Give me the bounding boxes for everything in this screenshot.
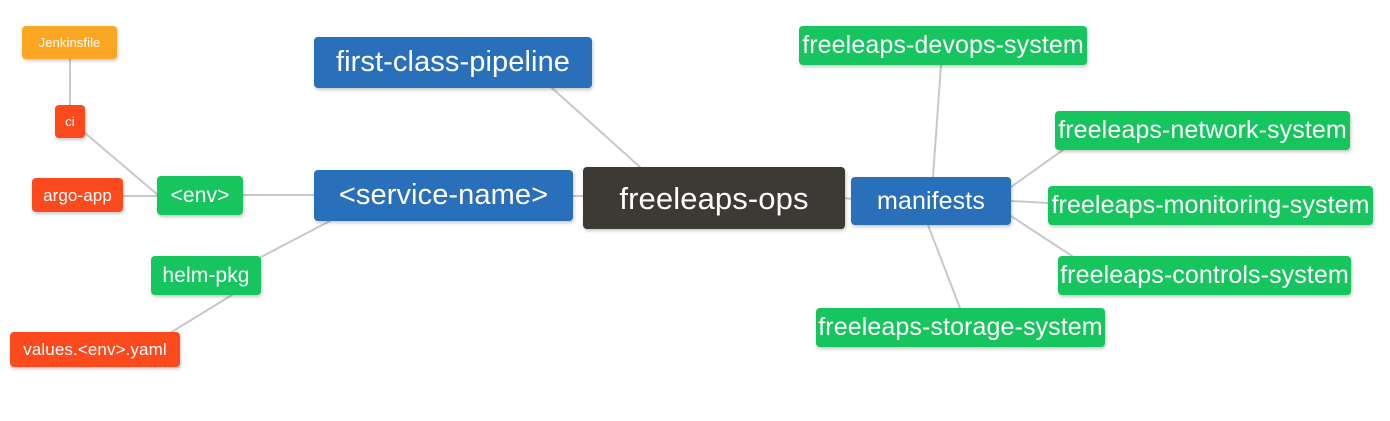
mindmap-node-label-manifests: manifests (877, 186, 985, 215)
edge-helm-pkg-to-service-name (260, 220, 331, 258)
mindmap-node-label-service-name: <service-name> (338, 179, 549, 211)
mindmap-node-values-yaml[interactable]: values.<env>.yaml (10, 332, 180, 367)
mindmap-node-ci[interactable]: ci (55, 105, 85, 138)
mindmap-node-label-helm-pkg: helm-pkg (162, 264, 250, 287)
mindmap-node-first-class[interactable]: first-class-pipeline (314, 37, 592, 88)
edge-manifests-to-storage (927, 224, 961, 309)
mindmap-node-manifests[interactable]: manifests (851, 177, 1011, 225)
edge-first-class-to-root (551, 87, 641, 168)
mindmap-node-label-ci: ci (65, 114, 75, 129)
mindmap-node-label-argo-app: argo-app (43, 185, 112, 205)
edge-manifests-to-monitoring (1010, 200, 1049, 204)
mindmap-node-helm-pkg[interactable]: helm-pkg (151, 256, 261, 295)
mindmap-node-env[interactable]: <env> (157, 176, 243, 215)
mindmap-node-label-root: freeleaps-ops (619, 180, 809, 216)
mindmap-node-label-jenkinsfile: Jenkinsfile (38, 35, 101, 50)
mindmap-node-devops[interactable]: freeleaps-devops-system (799, 26, 1087, 65)
edge-manifests-to-devops (932, 64, 942, 178)
mindmap-node-label-controls: freeleaps-controls-system (1060, 261, 1349, 289)
mindmap-node-storage[interactable]: freeleaps-storage-system (816, 308, 1105, 347)
mindmap-node-label-network: freeleaps-network-system (1058, 116, 1347, 144)
mindmap-node-service-name[interactable]: <service-name> (314, 170, 573, 221)
mindmap-node-network[interactable]: freeleaps-network-system (1055, 111, 1350, 150)
mindmap-node-label-devops: freeleaps-devops-system (802, 31, 1084, 59)
mindmap-node-label-first-class: first-class-pipeline (335, 46, 571, 78)
mindmap-node-label-monitoring: freeleaps-monitoring-system (1051, 191, 1370, 219)
edge-values-yaml-to-helm-pkg (169, 294, 233, 334)
edge-manifests-to-network (1010, 149, 1064, 188)
mindmap-node-label-values-yaml: values.<env>.yaml (23, 340, 167, 359)
mindmap-node-root[interactable]: freeleaps-ops (583, 167, 845, 229)
mindmap-node-jenkinsfile[interactable]: Jenkinsfile (22, 26, 117, 59)
mindmap-node-controls[interactable]: freeleaps-controls-system (1058, 256, 1351, 295)
mindmap-node-label-storage: freeleaps-storage-system (818, 313, 1103, 341)
mindmap-node-monitoring[interactable]: freeleaps-monitoring-system (1048, 186, 1373, 225)
mindmap-node-argo-app[interactable]: argo-app (32, 178, 123, 212)
mindmap-node-label-env: <env> (170, 184, 230, 207)
